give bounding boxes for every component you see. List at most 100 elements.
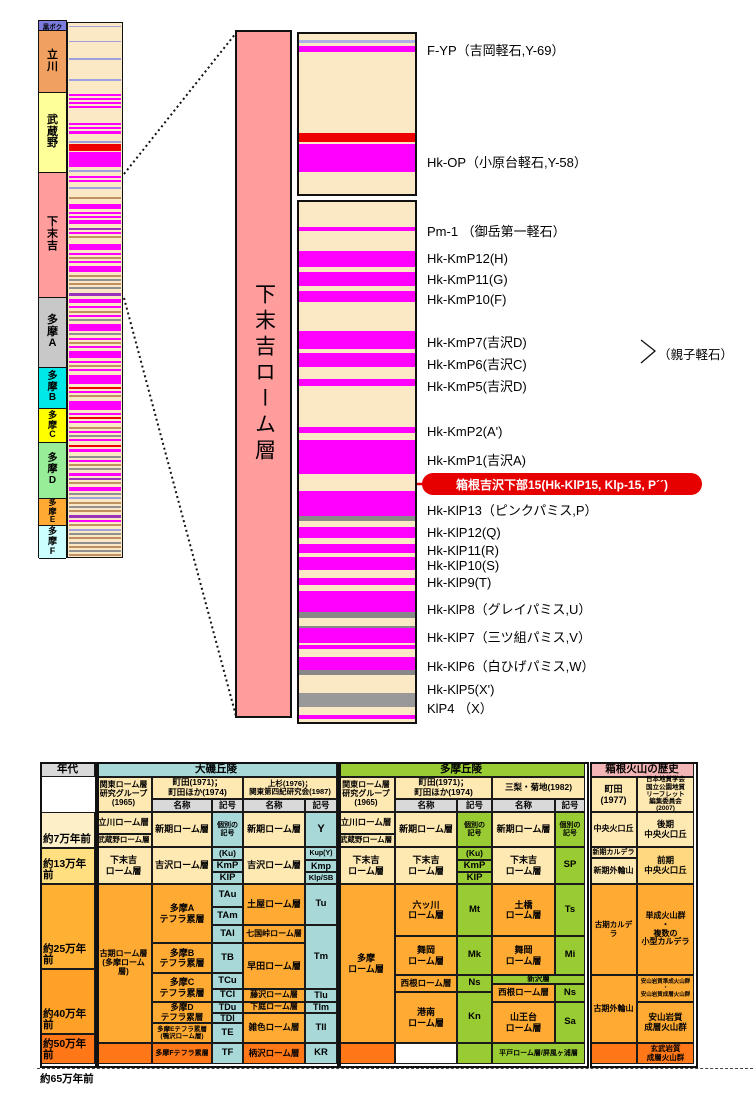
table-cell: 年代 <box>40 762 95 777</box>
table-cell: 記号 <box>457 799 492 812</box>
table-cell: 約7万年前 <box>40 812 95 848</box>
table-cell: 土橋 ローム層 <box>492 884 555 936</box>
table-cell: 新期ローム層 <box>395 812 457 847</box>
table-cell: SP <box>555 847 585 884</box>
table-cell: 前期 中央火口丘 <box>637 847 694 884</box>
strat-layer-stripe <box>69 127 121 129</box>
strat-layer-stripe <box>69 311 121 313</box>
strat-layer-stripe <box>69 529 121 531</box>
tephra-layer-stripe <box>299 645 415 649</box>
tephra-layer-stripe <box>299 628 415 643</box>
era-section: 多 摩 C <box>39 409 66 443</box>
table-cell: 新期ローム層 <box>243 812 305 847</box>
tephra-label: Hk-KlP11(R) <box>427 543 499 558</box>
strat-layer-stripe <box>69 369 121 371</box>
strat-layer-stripe <box>69 228 121 230</box>
table-cell: 玄武岩質 成層火山群 <box>637 1043 694 1064</box>
zoom-connector-line-bottom <box>123 297 237 717</box>
table-cell: KlP <box>212 872 243 884</box>
tephra-layer-stripe <box>299 557 415 570</box>
tephra-layer-stripe <box>299 612 415 618</box>
table-cell: Tu <box>305 884 337 925</box>
table-cell: 雑色ローム層 <box>243 1013 305 1043</box>
strat-layer-stripe <box>69 261 121 263</box>
strat-layer-stripe <box>69 170 121 172</box>
table-cell: 下末吉 ローム層 <box>95 847 152 884</box>
strat-layer-stripe <box>69 427 121 429</box>
tephra-label: Hk-KmP10(F) <box>427 292 507 307</box>
strat-layer-stripe <box>69 533 121 535</box>
table-cell: 藤沢ローム層 <box>243 989 305 1002</box>
table-cell: Ns <box>457 975 492 992</box>
table-cell: 多摩B テフラ累層 <box>152 943 212 973</box>
tephra-label: Hk-KlP9(T) <box>427 575 492 590</box>
strat-layer-stripe <box>69 395 121 397</box>
tephra-label: Hk-KlP6（白ひげパミス,W） <box>427 659 595 674</box>
tephra-label: Hk-KmP12(H) <box>427 251 508 266</box>
strat-layer-stripe <box>69 401 121 410</box>
strat-layer-stripe <box>69 460 121 462</box>
table-cell: TAu <box>212 884 243 907</box>
tephra-layer-stripe <box>299 272 415 286</box>
tephra-layer-stripe <box>299 440 415 474</box>
table-cell: 港南 ローム層 <box>395 992 457 1043</box>
tephra-layer-stripe <box>299 578 415 585</box>
table-cell: 記号 <box>305 799 337 812</box>
table-cell: 六ッ川 ローム層 <box>395 884 457 936</box>
table-cell: 新期カルデラ <box>590 847 637 858</box>
table-cell: 約25万年前 <box>40 884 95 969</box>
table-cell: Klp/SB <box>305 872 337 884</box>
tephra-label: Hk-KlP5(X') <box>427 682 495 697</box>
table-cell: KmP <box>457 860 492 872</box>
strat-layer-stripe <box>69 204 121 209</box>
strat-layer-stripe <box>69 187 121 189</box>
650ka-dashed-line <box>37 1068 753 1069</box>
strat-layer-stripe <box>69 176 121 178</box>
table-cell: 早田ローム層 <box>243 943 305 989</box>
table-cell: 下庭ローム層 <box>243 1002 305 1013</box>
strat-layer-stripe <box>69 346 121 348</box>
tephra-layer-stripe <box>299 353 415 367</box>
strat-layer-stripe <box>69 365 121 367</box>
strat-layer-stripe <box>69 473 121 476</box>
table-cell: 下末吉 ローム層 <box>337 847 395 884</box>
tephra-layer-stripe <box>299 715 415 719</box>
strat-layer-stripe <box>69 546 121 548</box>
table-cell: 町田(1971)； 町田ほか(1974) <box>152 777 243 799</box>
table-cell: Mk <box>457 936 492 975</box>
strat-layer-stripe <box>69 293 121 296</box>
tephra-layer-stripe <box>299 626 415 628</box>
strat-layer-stripe <box>69 315 121 317</box>
table-cell: Mi <box>555 936 585 975</box>
strat-layer-stripe <box>69 306 121 308</box>
strat-layer-stripe <box>69 342 121 344</box>
tephra-label: Hk-KmP11(G) <box>427 272 508 287</box>
table-cell: 吉沢ローム層 <box>152 847 212 884</box>
table-cell: Mt <box>457 884 492 936</box>
tephra-label: Hk-KlP8（グレイパミス,U） <box>427 602 592 617</box>
parent-child-pumice-label: （親子軽石） <box>658 348 734 362</box>
table-cell: TAl <box>212 925 243 943</box>
table-cell: TE <box>212 1023 243 1043</box>
strat-layer-stripe <box>69 417 121 419</box>
strat-layer-stripe <box>69 141 121 143</box>
era-section: 武 蔵 野 <box>39 93 66 173</box>
highlight-badge: 箱根吉沢下部15(Hk-KlP15, Klp-15, P´´) <box>422 473 702 495</box>
strat-layer-stripe <box>69 493 121 495</box>
era-section: 多 摩 B <box>39 368 66 409</box>
table-cell: KlP <box>457 872 492 884</box>
table-cell: 武蔵野ローム層 <box>337 834 395 847</box>
table-cell: 山王台 ローム層 <box>492 1002 555 1043</box>
table-cell: 名称 <box>152 799 212 812</box>
shimosueyoshi-loam-column: 下末吉ローム層 <box>235 30 292 718</box>
tephra-layer-stripe <box>299 670 415 675</box>
strat-layer-stripe <box>69 197 121 199</box>
table-cell: 記号 <box>212 799 243 812</box>
strat-layer-stripe <box>69 144 121 151</box>
table-cell: Ts <box>555 884 585 936</box>
strat-layer-stripe <box>69 487 121 491</box>
table-cell: TDu <box>212 1002 243 1013</box>
table-cell: 個別の 記号 <box>555 812 585 847</box>
table-cell: 中央火口丘 <box>590 812 637 847</box>
